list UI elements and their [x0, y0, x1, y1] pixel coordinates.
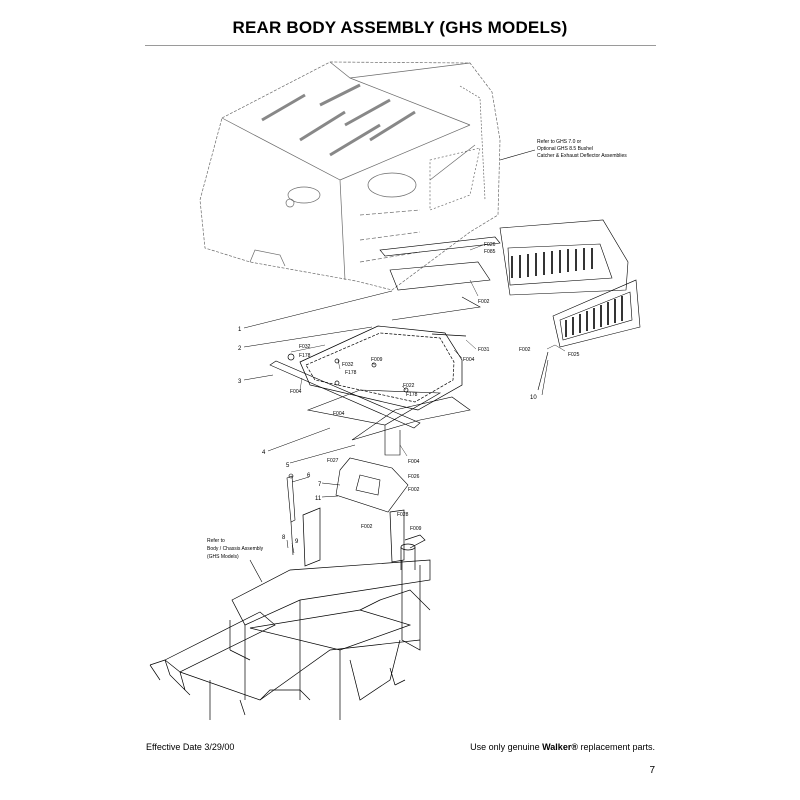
item-number-4: 4 — [262, 450, 266, 456]
part-code: F178 — [406, 392, 418, 398]
item-number-10: 10 — [530, 395, 537, 401]
part-code: F031 — [478, 347, 490, 353]
part-code: F004 — [333, 411, 345, 417]
chassis-callout-leader — [249, 559, 263, 583]
part-3-cross-bar — [269, 360, 421, 429]
part-code: F032 — [342, 362, 354, 368]
part-code: F004 — [463, 357, 475, 363]
catcher-body — [199, 61, 501, 291]
part-10-grille-upper — [499, 219, 629, 296]
part-code: F009 — [371, 357, 383, 363]
item-number-8: 8 — [282, 535, 286, 541]
ghs-callout-line-3: Catcher & Exhaust Deflector Assemblies — [537, 153, 627, 159]
effective-date: Effective Date 3/29/00 — [146, 742, 235, 752]
title-rule — [145, 45, 656, 46]
chassis-callout-line-3: (GHS Models) — [207, 554, 239, 560]
part-code: F004 — [408, 459, 420, 465]
chassis-frame — [149, 507, 431, 720]
part-code: F178 — [345, 370, 357, 376]
ghs-callout-line-1: Refer to GHS 7.0 or — [537, 139, 582, 145]
item-number-5: 5 — [286, 463, 290, 469]
item-number-2: 2 — [238, 346, 242, 352]
part-code: F085 — [484, 249, 496, 255]
part-4-lower-boards — [306, 389, 471, 456]
part-6-gas-spring — [286, 473, 296, 556]
part-code: F002 — [361, 524, 373, 530]
replacement-prefix: Use only genuine — [470, 742, 543, 752]
part-code: F025 — [568, 352, 580, 358]
item-leader-lines — [243, 290, 549, 554]
part-code: F022 — [403, 383, 415, 389]
fastener-leaders — [290, 244, 566, 457]
item-number-3: 3 — [238, 379, 242, 385]
part-code: F032 — [299, 344, 311, 350]
part-code: F002 — [519, 347, 531, 353]
chassis-callout-line-2: Body / Chassis Assembly — [207, 546, 264, 552]
page-title: REAR BODY ASSEMBLY (GHS MODELS) — [232, 18, 568, 37]
ghs-callout-line-2: Optional GHS 8.5 Bushel — [537, 146, 593, 152]
item-numbers: 1 2 3 4 5 6 7 8 9 10 11 — [238, 327, 537, 545]
item-number-9: 9 — [295, 539, 299, 545]
page-number: 7 — [649, 765, 655, 776]
part-code: F028 — [397, 512, 409, 518]
ghs-callout-leader — [499, 149, 536, 161]
chassis-callout: Refer to Body / Chassis Assembly (GHS Mo… — [207, 538, 264, 560]
ghs-callout: Refer to GHS 7.0 or Optional GHS 8.5 Bus… — [537, 139, 627, 159]
part-2-floor-panel — [287, 325, 467, 411]
part-code: F009 — [410, 526, 422, 532]
item-number-1: 1 — [238, 327, 242, 333]
part-code: F002 — [408, 487, 420, 493]
part-code: F178 — [299, 353, 311, 359]
chassis-callout-line-1: Refer to — [207, 538, 225, 544]
replacement-parts-note: Use only genuine Walker® replacement par… — [470, 742, 655, 752]
brand-name: Walker® — [542, 742, 578, 752]
item-number-7: 7 — [318, 482, 322, 488]
part-code: F002 — [478, 299, 490, 305]
replacement-suffix: replacement parts. — [577, 742, 655, 752]
part-1-top-board — [379, 236, 501, 321]
part-code: F026 — [484, 242, 496, 248]
part-code: F026 — [408, 474, 420, 480]
part-7-bracket — [335, 457, 409, 513]
part-codes: F026 F085 F002 F031 F004 F032 F178 F032 … — [290, 242, 580, 532]
item-number-6: 6 — [307, 473, 311, 479]
part-code: F004 — [290, 389, 302, 395]
part-10-grille-lower — [537, 279, 641, 391]
item-number-11: 11 — [315, 496, 322, 502]
part-code: F027 — [327, 458, 339, 464]
